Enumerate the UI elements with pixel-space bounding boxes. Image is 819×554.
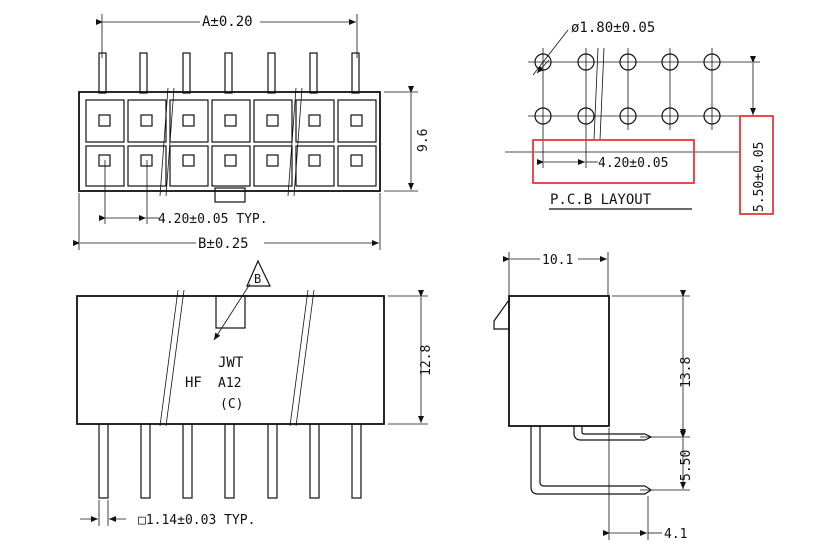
mark-c: (C) (220, 397, 243, 412)
mark-hf: HF (185, 375, 202, 391)
side-view: 10.1 13.8 5.50 4.1 (493, 251, 694, 542)
top-view: A±0.20 (73, 12, 431, 252)
pcb-layout-title: P.C.B LAYOUT (550, 192, 652, 208)
mark-jwt: JWT (218, 355, 244, 371)
mark-a12: A12 (218, 376, 241, 391)
dim-pcb-pitch-label: 4.20±0.05 (598, 156, 668, 171)
front-view: B JWT HF A12 (C) 12.8 (76, 259, 434, 528)
datum-triangle-icon (246, 259, 271, 287)
dim-a-label: A±0.20 (202, 14, 253, 30)
highlight-pcb-row (739, 115, 774, 215)
dim-9-6-label: 9.6 (416, 129, 431, 152)
pcb-holes (534, 53, 721, 125)
front-pins (98, 423, 362, 499)
dim-13-8-label: 13.8 (679, 357, 694, 388)
dim-pitch-typ-label: 4.20±0.05 TYP. (158, 212, 268, 227)
cavities (85, 99, 377, 187)
datum-label: B (254, 272, 261, 286)
dim-10-1-label: 10.1 (542, 253, 573, 268)
housing-top (78, 91, 381, 192)
highlight-pcb-pitch (532, 139, 695, 184)
dim-hole-dia-label: ø1.80±0.05 (571, 20, 655, 36)
dim-b-label: B±0.25 (198, 236, 249, 252)
dim-12-8-label: 12.8 (419, 345, 434, 376)
dim-4-1-label: 4.1 (664, 527, 687, 542)
dim-5-50-side-label: 5.50 (679, 450, 694, 481)
housing-side (508, 295, 610, 427)
dim-pin-size-label: □1.14±0.03 TYP. (138, 513, 255, 528)
pcb-layout: ø1.80±0.05 4.20±0.0 (505, 20, 774, 215)
top-pins (98, 52, 360, 94)
dim-pcb-row-label: 5.50±0.05 (752, 142, 767, 212)
